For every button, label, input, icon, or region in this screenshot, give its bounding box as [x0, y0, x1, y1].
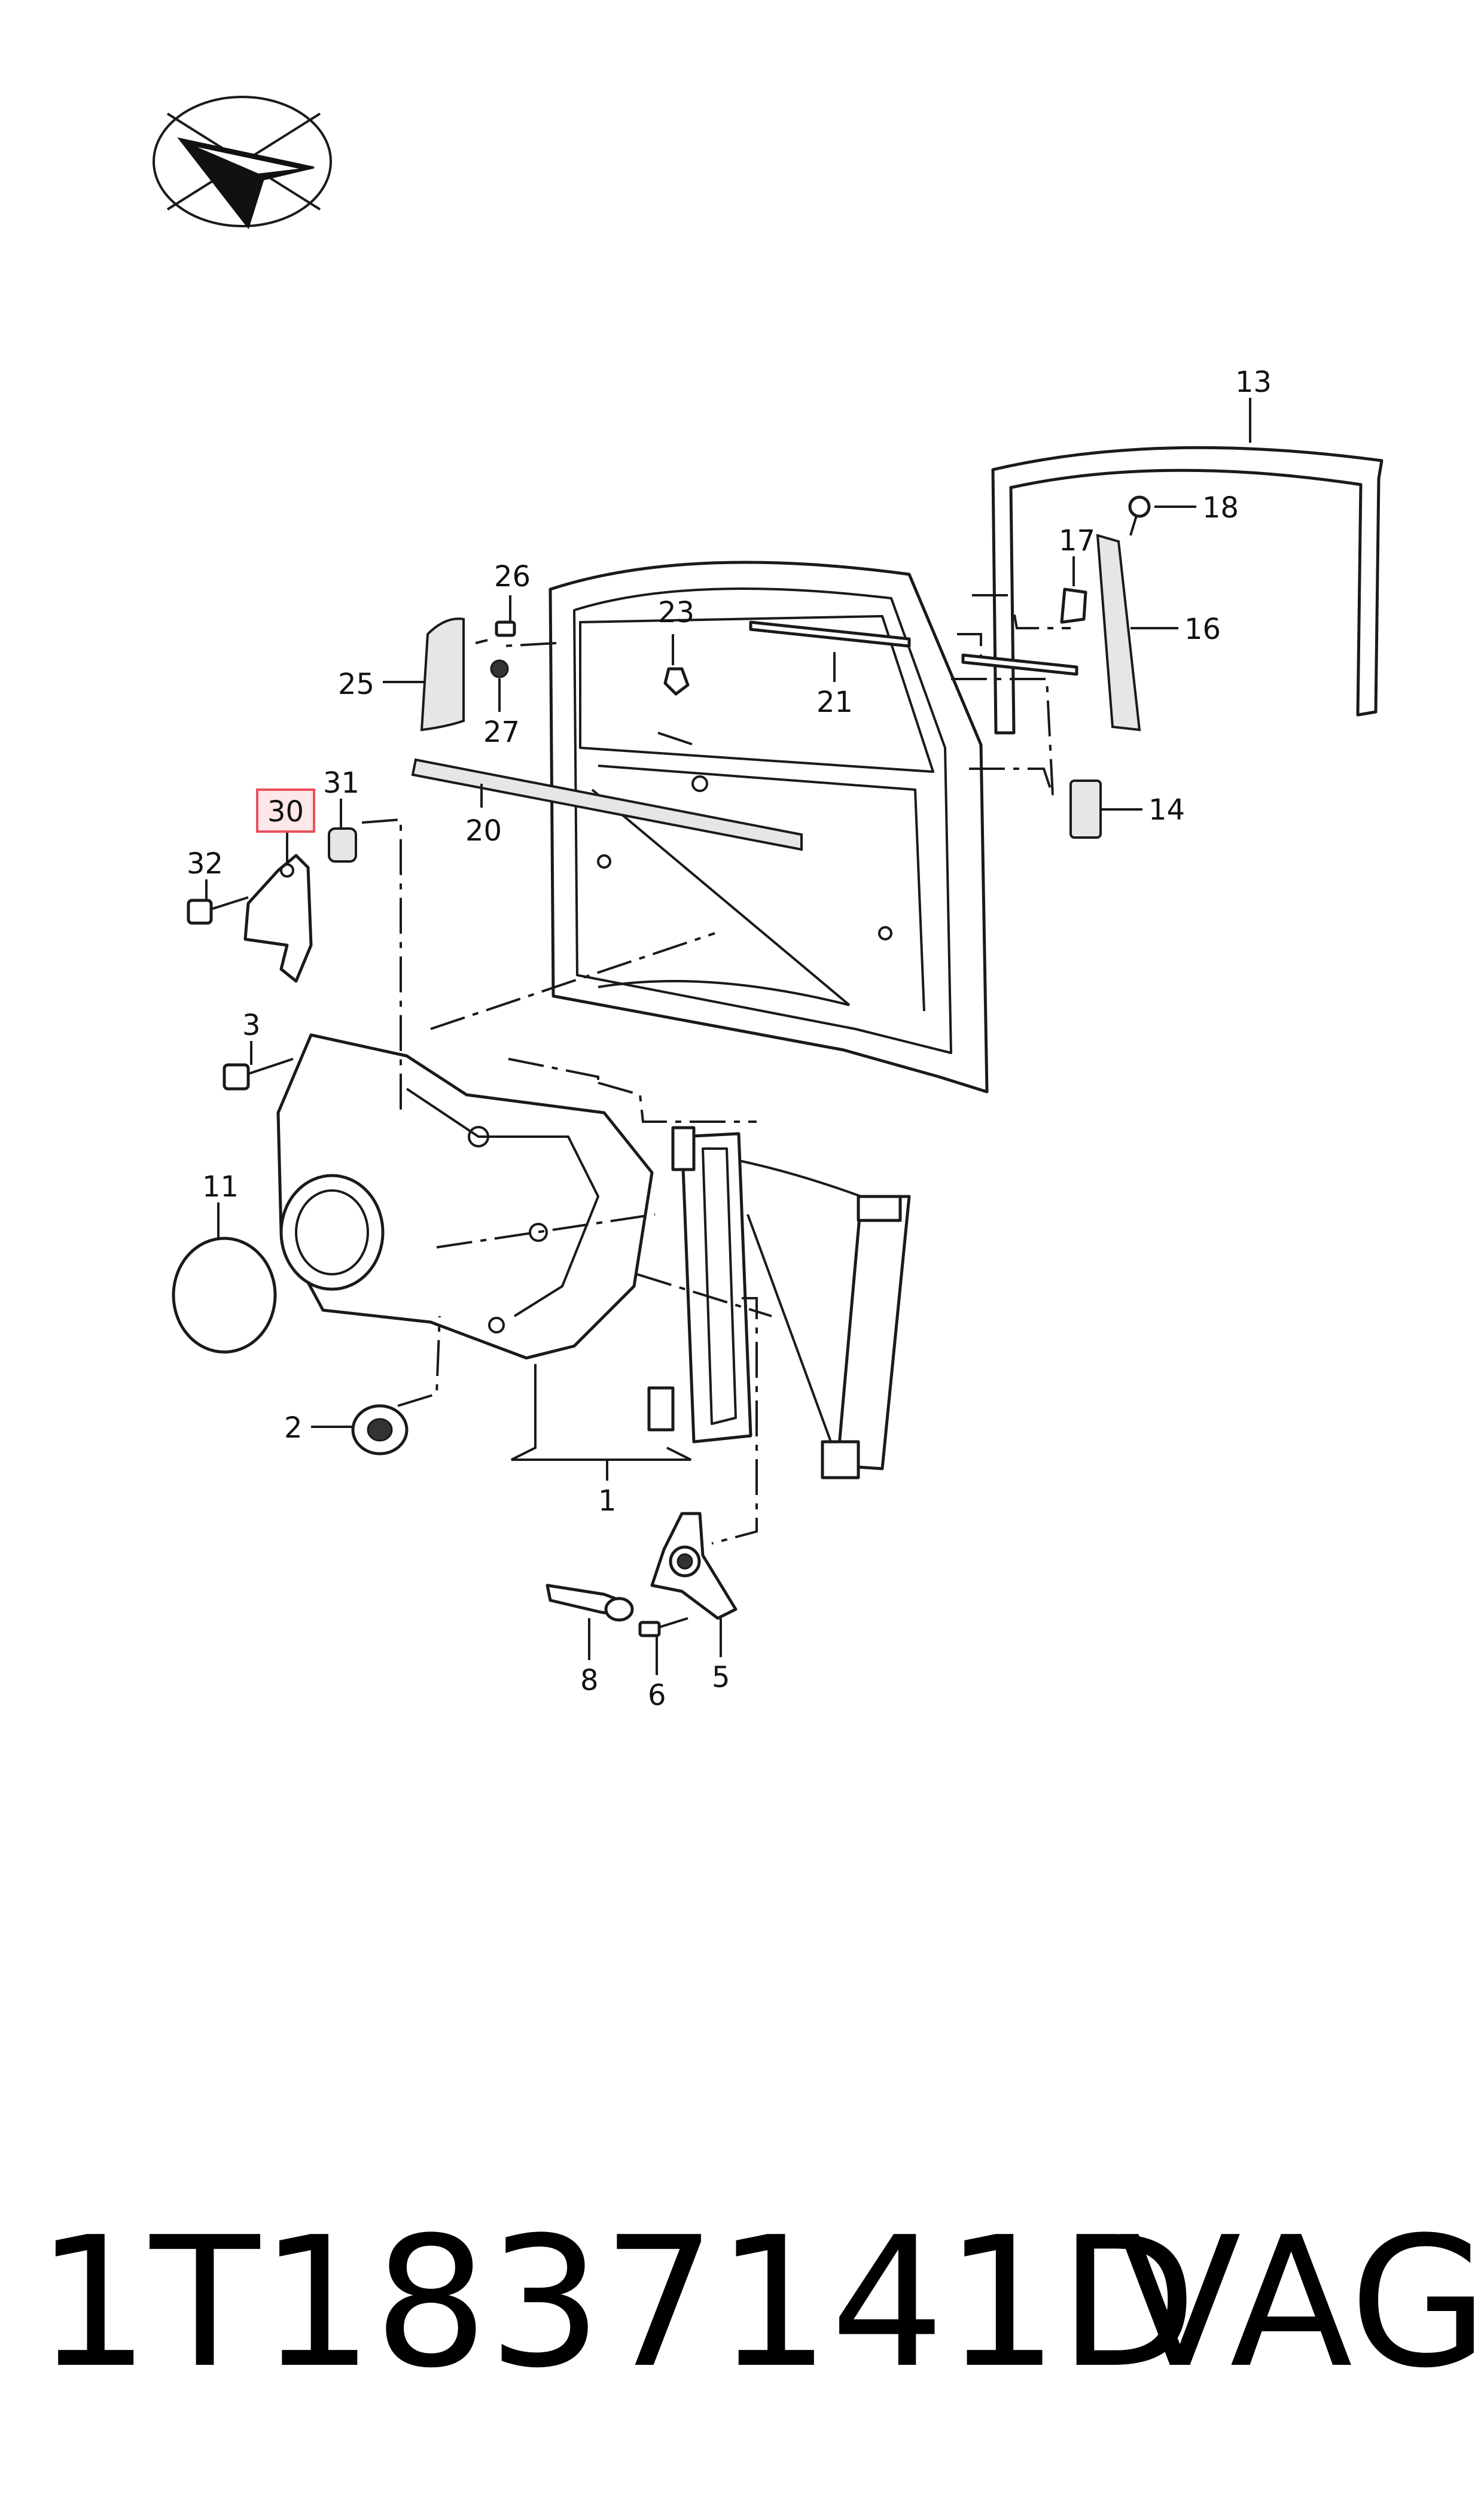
callout-16: 16 [1184, 613, 1221, 646]
nut-27 [490, 659, 509, 678]
mirror-cover [420, 617, 465, 732]
screw-18 [1128, 495, 1151, 536]
bracket-30 [243, 854, 313, 983]
callout-8: 8 [580, 1664, 599, 1697]
callout-20: 20 [465, 814, 502, 848]
window-frame-trim [991, 446, 1384, 735]
callout-6: 6 [648, 1679, 666, 1712]
part-number: 1T1837141D [36, 2199, 1197, 2407]
callout-23: 23 [658, 596, 694, 629]
callout-26: 26 [494, 560, 531, 593]
direction-compass-icon [153, 96, 332, 230]
callout-14: 14 [1148, 793, 1185, 827]
callout-1: 1 [598, 1484, 617, 1518]
grommet-2 [351, 1404, 409, 1456]
fastener-26 [495, 620, 516, 637]
trim-clip [1060, 587, 1087, 624]
manufacturer-label: VAG [1119, 2199, 1484, 2407]
crank-handle [546, 1584, 634, 1622]
callout-18: 18 [1202, 491, 1239, 525]
callout-30: 30 [267, 795, 304, 829]
callout-32: 32 [187, 847, 223, 881]
clip-23 [663, 667, 690, 696]
winder-mechanism [650, 1512, 738, 1620]
carrier-panel [276, 1033, 654, 1360]
bushing-31 [328, 827, 357, 863]
callout-17: 17 [1059, 524, 1095, 558]
callout-11: 11 [202, 1170, 239, 1204]
callout-21: 21 [816, 686, 853, 719]
callout-25: 25 [338, 668, 374, 701]
pillar-trim [1096, 534, 1141, 732]
bolt-3 [223, 1058, 294, 1091]
highlighted-callout-30: 30 [256, 788, 315, 833]
callout-5: 5 [712, 1661, 730, 1694]
callout-labels: 13 18 17 16 14 21 23 26 27 25 20 31 32 3… [187, 366, 1272, 1712]
window-regulator [647, 1126, 911, 1479]
speaker-cover-disc [172, 1237, 277, 1354]
screw-6 [638, 1617, 688, 1637]
callout-31: 31 [323, 766, 359, 800]
end-cap [1069, 780, 1102, 839]
callout-leaders [205, 398, 1251, 1675]
callout-3: 3 [242, 1009, 261, 1042]
callout-27: 27 [483, 715, 520, 749]
alignment-lines [361, 594, 1071, 1545]
callout-13: 13 [1235, 366, 1272, 399]
bolt-32 [187, 896, 249, 925]
callout-2: 2 [284, 1411, 303, 1445]
outer-seal-strip [411, 758, 803, 851]
inner-seal-strip [749, 620, 1078, 676]
highlight-box [256, 788, 315, 833]
